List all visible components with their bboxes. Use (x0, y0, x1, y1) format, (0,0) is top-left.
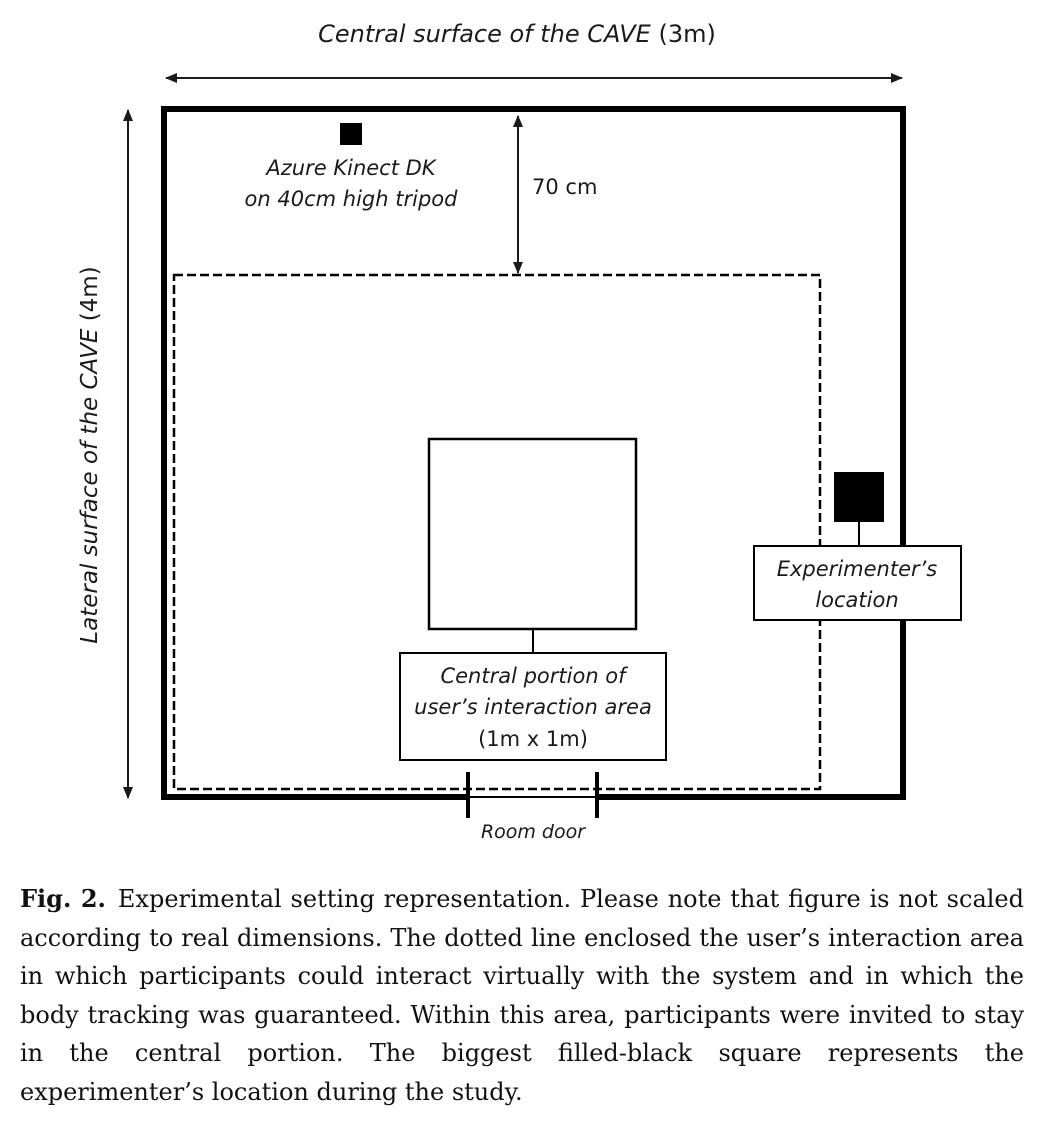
experimenter-label-line1: Experimenter’s (777, 557, 938, 581)
cave-diagram: Central surface of the CAVE (3m) Lateral… (77, 20, 962, 843)
figure-label: Fig. 2. (20, 884, 106, 913)
left-dimension-label: Lateral surface of the CAVE (4m) (77, 266, 103, 643)
kinect-label-line2: on 40cm high tripod (245, 187, 459, 211)
central-area-label-line3: (1m x 1m) (478, 727, 588, 751)
room-door-label: Room door (481, 821, 586, 843)
interaction-area-boundary (172, 273, 822, 791)
figure-caption: Fig. 2.Experimental setting representati… (20, 880, 1024, 1111)
central-area-label-line2: user’s interaction area (414, 695, 652, 719)
caption-text: Experimental setting representation. Ple… (20, 885, 1024, 1106)
kinect-label-line1: Azure Kinect DK (264, 156, 437, 180)
experimenter-label-line2: location (815, 588, 898, 612)
top-dimension-label: Central surface of the CAVE (3m) (318, 20, 716, 48)
experimenter-marker (834, 472, 884, 522)
kinect-marker (340, 123, 362, 145)
central-area-label-line1: Central portion of (440, 664, 629, 688)
distance-label: 70 cm (532, 175, 597, 199)
central-area-square (427, 437, 638, 631)
experimenter-label-box (753, 545, 962, 621)
central-area-label-box (399, 652, 667, 761)
